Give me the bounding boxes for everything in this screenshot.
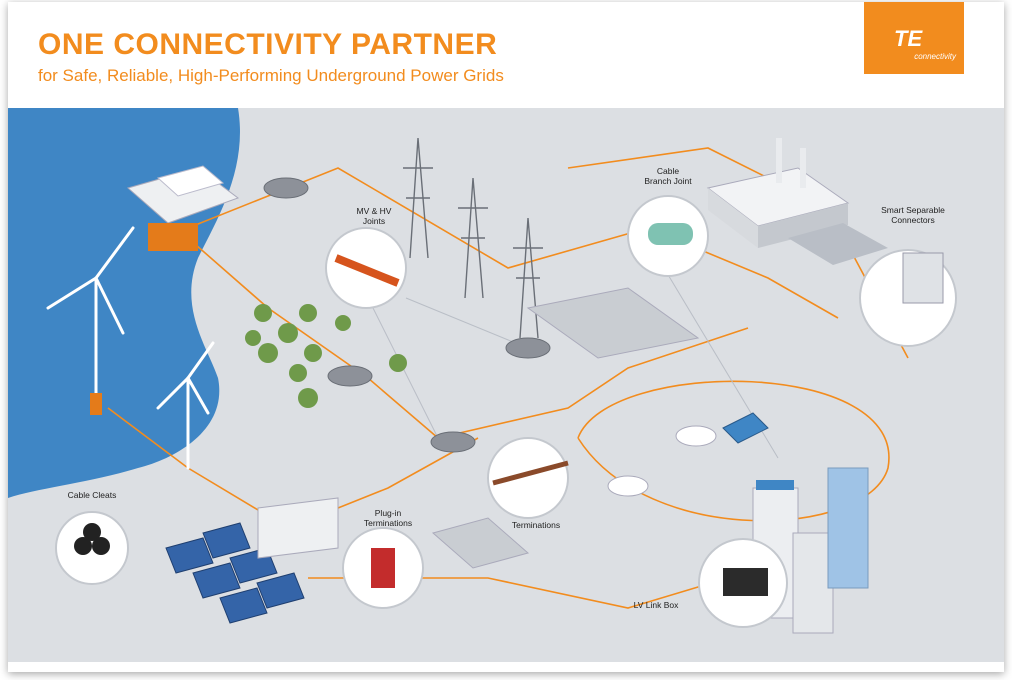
forest [245, 304, 407, 408]
cable-vaults [263, 177, 551, 453]
electric-car-2 [607, 475, 649, 497]
label-cable-branch-line1: Cable [657, 166, 679, 176]
callout-mv-hv-joints: MV & HV Joints [325, 206, 407, 309]
footer-strip [8, 662, 1004, 672]
power-plant-building [706, 138, 888, 265]
wind-turbine [46, 226, 135, 400]
callout-cable-branch-joint: Cable Branch Joint [627, 166, 709, 277]
wind-turbine-2 [156, 341, 215, 470]
callout-smart-separable-connectors: Smart Separable Connectors [859, 205, 957, 347]
callout-cable-cleats: Cable Cleats [55, 490, 129, 585]
label-terminations: Terminations [512, 520, 560, 530]
label-cable-cleats: Cable Cleats [68, 490, 117, 500]
label-smart-separable-line2: Connectors [891, 215, 934, 225]
callout-terminations: Terminations [487, 437, 569, 530]
label-plugin-line1: Plug-in [375, 508, 402, 518]
battery-container [257, 497, 339, 559]
callout-lv-link-box: LV Link Box [634, 538, 788, 628]
city-buildings [752, 467, 869, 634]
label-cable-branch-line2: Branch Joint [644, 176, 692, 186]
offshore-substation [126, 165, 240, 251]
te-connectivity-logo: TE connectivity [864, 2, 964, 74]
page-title: ONE CONNECTIVITY PARTNER [38, 28, 498, 61]
infographic-page: ONE CONNECTIVITY PARTNER for Safe, Relia… [8, 2, 1004, 672]
label-mv-hv-line2: Joints [363, 216, 385, 226]
label-mv-hv-line1: MV & HV [357, 206, 392, 216]
label-lv-link-box: LV Link Box [634, 600, 679, 610]
turbine-foundation [90, 393, 102, 415]
transmission-towers [403, 137, 543, 339]
label-smart-separable-line1: Smart Separable [881, 205, 945, 215]
electric-car [675, 425, 717, 447]
te-logo-mark: TE [894, 26, 923, 51]
substation-yard [526, 287, 700, 359]
power-grid-illustration: MV & HV Joints Cable Branch Joint Smart … [8, 108, 1004, 662]
ring-main-unit [431, 517, 530, 569]
te-logo-text: connectivity [914, 52, 956, 61]
house-solar-roof [722, 412, 769, 444]
label-plugin-line2: Terminations [364, 518, 412, 528]
callout-plugin-terminations: Plug-in Terminations [342, 508, 424, 609]
page-subtitle: for Safe, Reliable, High-Performing Unde… [38, 66, 504, 85]
